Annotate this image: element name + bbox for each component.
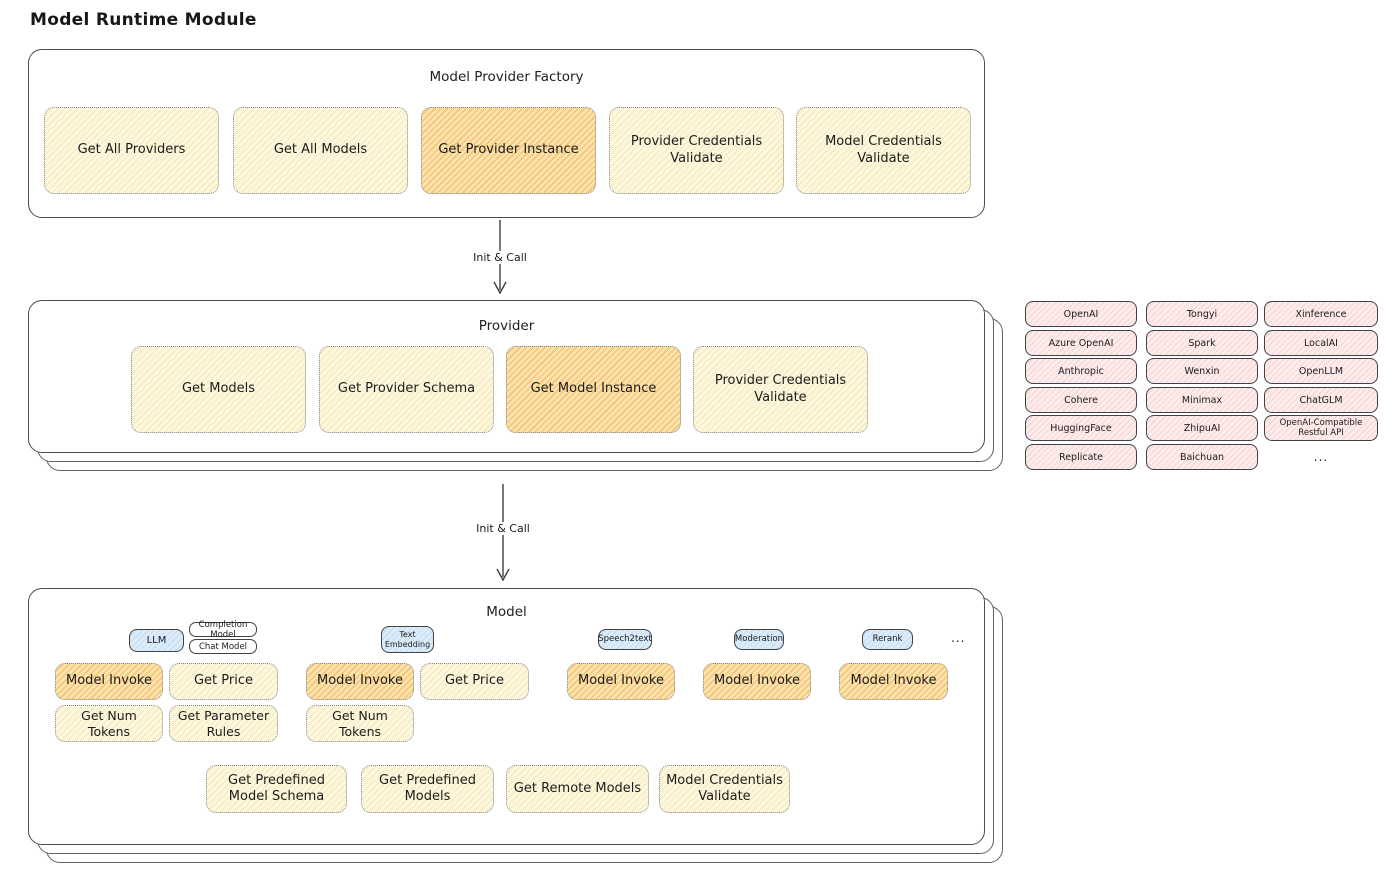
model-get-remote-models: Get Remote Models [506,765,649,813]
tags-ellipsis: ... [951,631,966,645]
llm-get-parameter-rules: Get Parameter Rules [169,705,278,742]
init-call-label-2: Init & Call [465,522,541,535]
model-get-predefined-model-schema: Get Predefined Model Schema [206,765,347,813]
provider-chip-xinference: Xinference [1264,301,1378,327]
model-title: Model [486,604,527,620]
text-embedding-get-num-tokens: Get Num Tokens [306,705,414,742]
provider-chip-minimax: Minimax [1146,387,1258,413]
provider-chip-zhipuai: ZhipuAI [1146,415,1258,441]
tag-speech2text: Speech2text [598,629,652,650]
provider-chip-localai: LocalAI [1264,330,1378,356]
tag-chat-model: Chat Model [189,639,257,654]
provider-box: Provider Get Models Get Provider Schema … [28,300,985,453]
provider-chip-cohere: Cohere [1025,387,1137,413]
provider-chip-azure-openai: Azure OpenAI [1025,330,1137,356]
llm-get-price: Get Price [169,663,278,700]
provider-chip-spark: Spark [1146,330,1258,356]
rerank-model-invoke: Model Invoke [839,663,948,700]
tag-moderation: Moderation [734,629,784,650]
model-get-predefined-models: Get Predefined Models [361,765,494,813]
text-embedding-model-invoke: Model Invoke [306,663,414,700]
provider-chip-openllm: OpenLLM [1264,358,1378,384]
provider-title: Provider [478,318,535,334]
llm-get-num-tokens: Get Num Tokens [55,705,163,742]
tag-completion-model: Completion Model [189,620,257,640]
provider-chip-huggingface: HuggingFace [1025,415,1137,441]
model-model-credentials-validate: Model Credentials Validate [659,765,790,813]
speech2text-model-invoke: Model Invoke [567,663,675,700]
factory-model-credentials-validate: Model Credentials Validate [796,107,971,194]
provider-chip-anthropic: Anthropic [1025,358,1137,384]
model-provider-factory-title: Model Provider Factory [429,69,584,85]
factory-get-all-providers: Get All Providers [44,107,219,194]
provider-get-model-instance: Get Model Instance [506,346,681,433]
factory-get-all-models: Get All Models [233,107,408,194]
model-box: Model LLM Completion Model Chat Model Te… [28,588,985,845]
provider-chip-chatglm: ChatGLM [1264,387,1378,413]
provider-chips-ellipsis: ... [1313,450,1329,464]
provider-get-models: Get Models [131,346,306,433]
tag-text-embedding: Text Embedding [381,626,434,653]
provider-get-provider-schema: Get Provider Schema [319,346,494,433]
factory-provider-credentials-validate: Provider Credentials Validate [609,107,784,194]
text-embedding-get-price: Get Price [420,663,529,700]
provider-chip-openai: OpenAI [1025,301,1137,327]
provider-chip-wenxin: Wenxin [1146,358,1258,384]
factory-get-provider-instance: Get Provider Instance [421,107,596,194]
provider-chip-tongyi: Tongyi [1146,301,1258,327]
model-provider-factory-box: Model Provider Factory Get All Providers… [28,49,985,218]
provider-provider-credentials-validate: Provider Credentials Validate [693,346,868,433]
tag-rerank: Rerank [862,629,913,650]
provider-chip-baichuan: Baichuan [1146,444,1258,470]
provider-chip-openai-compatible-restful-api: OpenAI-Compatible Restful API [1264,415,1378,441]
tag-llm: LLM [129,629,184,652]
diagram-title: Model Runtime Module [30,10,257,30]
init-call-label-1: Init & Call [462,251,538,264]
provider-chip-replicate: Replicate [1025,444,1137,470]
llm-model-invoke: Model Invoke [55,663,163,700]
moderation-model-invoke: Model Invoke [703,663,811,700]
